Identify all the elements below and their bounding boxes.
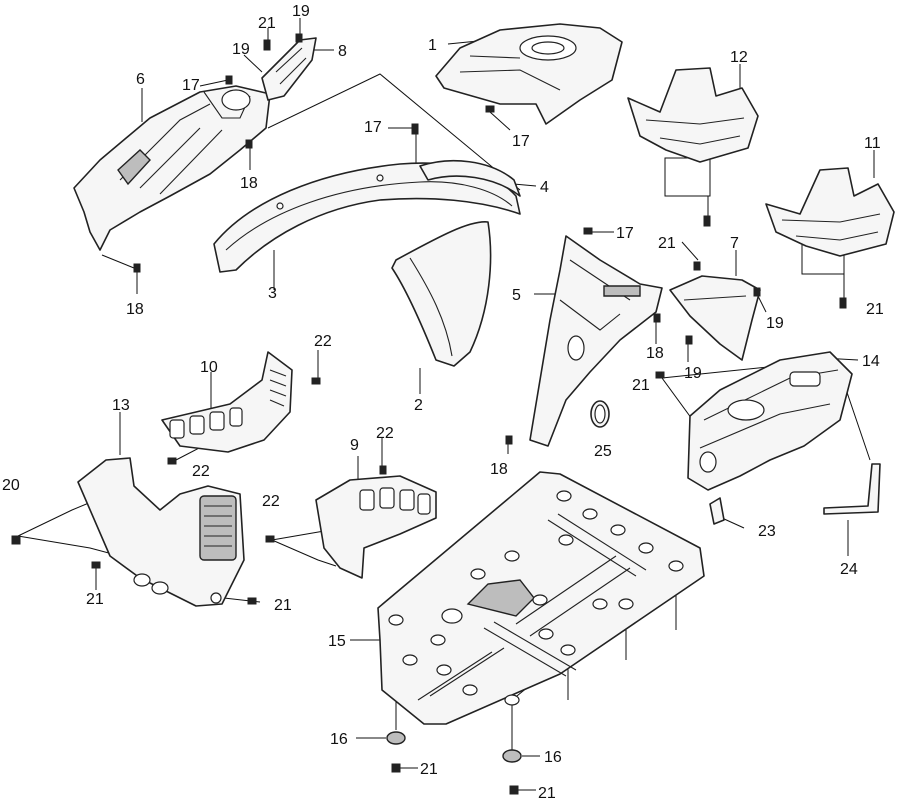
- part-13-lower-guard: [77, 457, 245, 607]
- callout-19: 19: [292, 3, 310, 20]
- part-5-side-panel: [529, 235, 663, 447]
- callout-17: 17: [364, 119, 382, 136]
- callout-18: 18: [240, 175, 258, 192]
- part-12-cup: [627, 67, 759, 163]
- part-15-skid-plate: [377, 471, 705, 725]
- callout-16: 16: [544, 749, 562, 766]
- callout-21: 21: [632, 377, 650, 394]
- fasteners: [11, 33, 847, 795]
- callout-7: 7: [730, 235, 739, 252]
- callout-8: 8: [338, 43, 347, 60]
- callout-19: 19: [766, 315, 784, 332]
- part-25-grommet: [590, 400, 610, 428]
- callout-22: 22: [314, 333, 332, 350]
- part-1-rack-cover: [435, 23, 623, 125]
- callout-21: 21: [866, 301, 884, 318]
- part-23-clip: [709, 497, 725, 525]
- callout-22: 22: [192, 463, 210, 480]
- callout-18: 18: [490, 461, 508, 478]
- callout-3: 3: [268, 285, 277, 302]
- callout-labels: 21 19 8 19 17 6 18 18 1 17 17 4 3 2 12 1…: [2, 3, 884, 800]
- callout-18: 18: [646, 345, 664, 362]
- callout-19: 19: [684, 365, 702, 382]
- callout-22: 22: [262, 493, 280, 510]
- callout-22: 22: [376, 425, 394, 442]
- part-16-washers: [386, 731, 522, 763]
- part-11-cup: [765, 167, 895, 257]
- callout-17: 17: [182, 77, 200, 94]
- callout-12: 12: [730, 49, 748, 66]
- part-4-inner-strip: [419, 159, 521, 197]
- callout-21: 21: [420, 761, 438, 778]
- callout-19: 19: [232, 41, 250, 58]
- callout-18: 18: [126, 301, 144, 318]
- callout-2: 2: [414, 397, 423, 414]
- part-2-mud-guard: [391, 221, 492, 367]
- callout-21: 21: [658, 235, 676, 252]
- callout-14: 14: [862, 353, 880, 370]
- callout-5: 5: [512, 287, 521, 304]
- callout-21: 21: [86, 591, 104, 608]
- part-10-footrest: [161, 351, 293, 453]
- callout-13: 13: [112, 397, 130, 414]
- callout-17: 17: [512, 133, 530, 150]
- callout-25: 25: [594, 443, 612, 460]
- callout-23: 23: [758, 523, 776, 540]
- callout-21: 21: [538, 785, 556, 800]
- part-6-rear-cover: [73, 85, 271, 251]
- callout-10: 10: [200, 359, 218, 376]
- callout-17: 17: [616, 225, 634, 242]
- part-14-footwell: [687, 351, 853, 491]
- callout-21: 21: [258, 15, 276, 32]
- callout-9: 9: [350, 437, 359, 454]
- callout-16: 16: [330, 731, 348, 748]
- callout-15: 15: [328, 633, 346, 650]
- part-24-rod: [823, 463, 881, 515]
- skid-plate-holes: [388, 490, 684, 706]
- callout-1: 1: [428, 37, 437, 54]
- callout-4: 4: [540, 179, 549, 196]
- callout-21: 21: [274, 597, 292, 614]
- callout-20: 20: [2, 477, 20, 494]
- part-3-front-fender: [213, 162, 521, 273]
- callout-11: 11: [864, 135, 881, 152]
- callout-6: 6: [136, 71, 145, 88]
- part-9-footrest: [315, 475, 437, 579]
- callout-24: 24: [840, 561, 858, 578]
- part-7-side-cover: [669, 275, 761, 361]
